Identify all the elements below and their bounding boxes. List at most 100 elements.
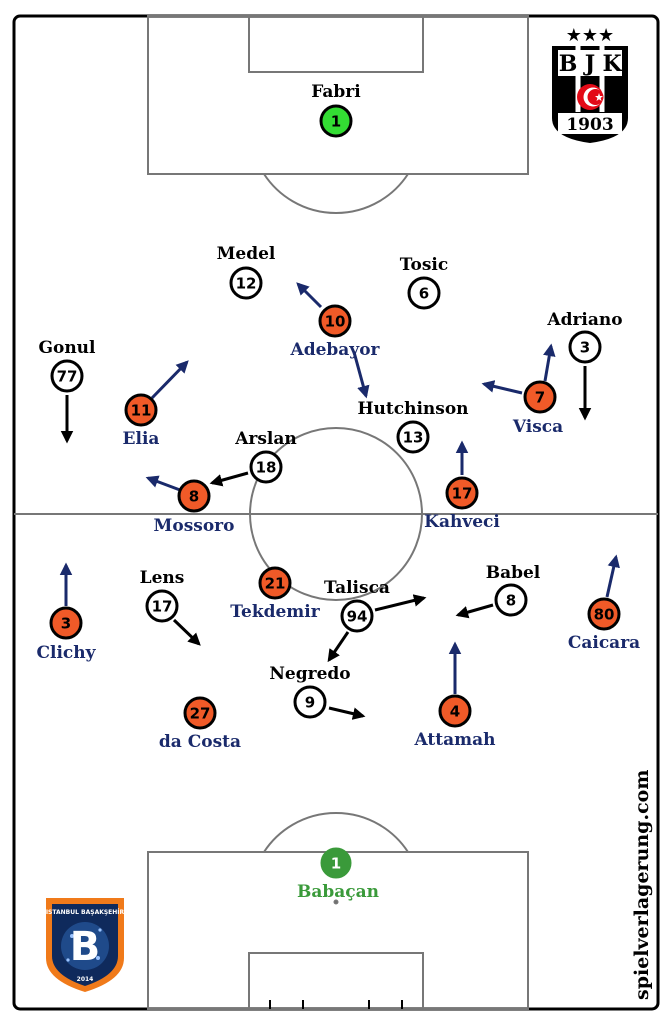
crest-letter-k: K <box>602 51 622 77</box>
player-circle <box>568 330 602 364</box>
player-circle <box>177 479 211 513</box>
movement-arrow-visca-2 <box>543 343 556 382</box>
player-marker-medel: 12 Medel <box>217 244 276 300</box>
bottom-penalty-arc <box>263 812 409 853</box>
player-name: Tosic <box>400 255 448 275</box>
player-number: 3 <box>61 615 71 633</box>
player-circle <box>494 583 528 617</box>
crest-letter-b: B <box>559 51 578 77</box>
player-circle <box>318 304 352 338</box>
movement-arrow-adebayor-2 <box>352 351 370 399</box>
player-marker-gonul: 77 Gonul <box>38 338 96 393</box>
player-circle <box>396 420 430 454</box>
player-circle <box>320 847 352 879</box>
player-name: Gonul <box>38 338 96 358</box>
player-circle <box>49 606 83 640</box>
movement-arrow-arslan <box>209 471 249 487</box>
player-name: Clichy <box>36 643 96 663</box>
movement-arrow-caicara <box>605 554 620 598</box>
player-number: 27 <box>190 705 211 723</box>
player-marker-babel: 8 Babel <box>486 563 541 617</box>
movement-arrow-elia <box>150 360 189 400</box>
player-circle <box>445 476 479 510</box>
player-number: 12 <box>236 275 257 293</box>
player-circle <box>258 566 292 600</box>
player-circle <box>183 696 217 730</box>
player-name: Mossoro <box>154 516 235 536</box>
player-circle <box>438 694 472 728</box>
movement-arrow-talisca-2 <box>327 631 350 663</box>
movement-arrow-babel <box>455 603 494 619</box>
player-name: Medel <box>217 244 276 264</box>
top-goal-area <box>248 15 424 73</box>
player-name: Visca <box>512 417 563 437</box>
watermark-text: spielverlagerung.com <box>631 770 653 1000</box>
movement-arrow-adebayor <box>296 282 323 309</box>
player-number: 80 <box>594 606 615 624</box>
player-number: 18 <box>256 459 277 477</box>
centre-circle <box>249 427 423 601</box>
player-circle <box>249 450 283 484</box>
player-name: Lens <box>140 568 185 588</box>
player-circle <box>293 685 327 719</box>
goal-post-marks <box>269 1000 403 1009</box>
player-number: 7 <box>535 389 545 407</box>
crest-bottom-year: 2014 <box>77 976 94 983</box>
player-number: 11 <box>131 402 152 420</box>
player-circle <box>523 380 557 414</box>
player-name: Attamah <box>414 730 496 750</box>
movement-arrow-mossoro <box>145 475 181 492</box>
player-number: 1 <box>331 855 341 873</box>
player-circle <box>407 276 441 310</box>
player-number: 77 <box>57 368 78 386</box>
player-number: 6 <box>419 285 429 303</box>
movement-arrow-lens <box>172 618 201 646</box>
bottom-penalty-spot <box>333 899 339 905</box>
player-number: 94 <box>347 608 368 626</box>
basaksehir-crest-icon: ISTANBUL BAŞAKŞEHİR B 2014 <box>46 898 125 992</box>
player-circle <box>124 393 158 427</box>
player-number: 17 <box>152 598 173 616</box>
player-circle <box>50 359 84 393</box>
player-name: Babaçan <box>297 882 379 902</box>
player-number: 8 <box>189 488 199 506</box>
crest-stars: ★★★ <box>566 25 614 46</box>
player-number: 13 <box>403 429 424 447</box>
player-number: 10 <box>325 313 346 331</box>
movement-arrow-talisca <box>374 594 427 612</box>
bottom-goal-area <box>248 952 424 1010</box>
crest-year: 1903 <box>566 115 613 135</box>
player-name: Caicara <box>568 633 640 653</box>
movement-arrow-negredo <box>328 706 366 720</box>
player-name: Talisca <box>324 578 390 598</box>
movement-arrow-visca <box>481 380 523 395</box>
crest-letter-j: J <box>583 51 595 77</box>
player-name: Babel <box>486 563 541 583</box>
player-name: Adebayor <box>290 340 381 360</box>
player-name: Adriano <box>546 310 622 330</box>
player-circle <box>587 597 621 631</box>
player-number: 21 <box>265 575 286 593</box>
player-marker-talisca: 94 Talisca <box>324 578 390 633</box>
player-number: 8 <box>506 592 516 610</box>
crest-arc-text: ISTANBUL BAŞAKŞEHİR <box>46 909 125 916</box>
crest-big-letter: B <box>70 924 101 970</box>
player-marker-lens: 17 Lens <box>140 568 185 623</box>
player-name: Fabri <box>311 82 361 102</box>
player-marker-tosic: 6 Tosic <box>400 255 448 310</box>
